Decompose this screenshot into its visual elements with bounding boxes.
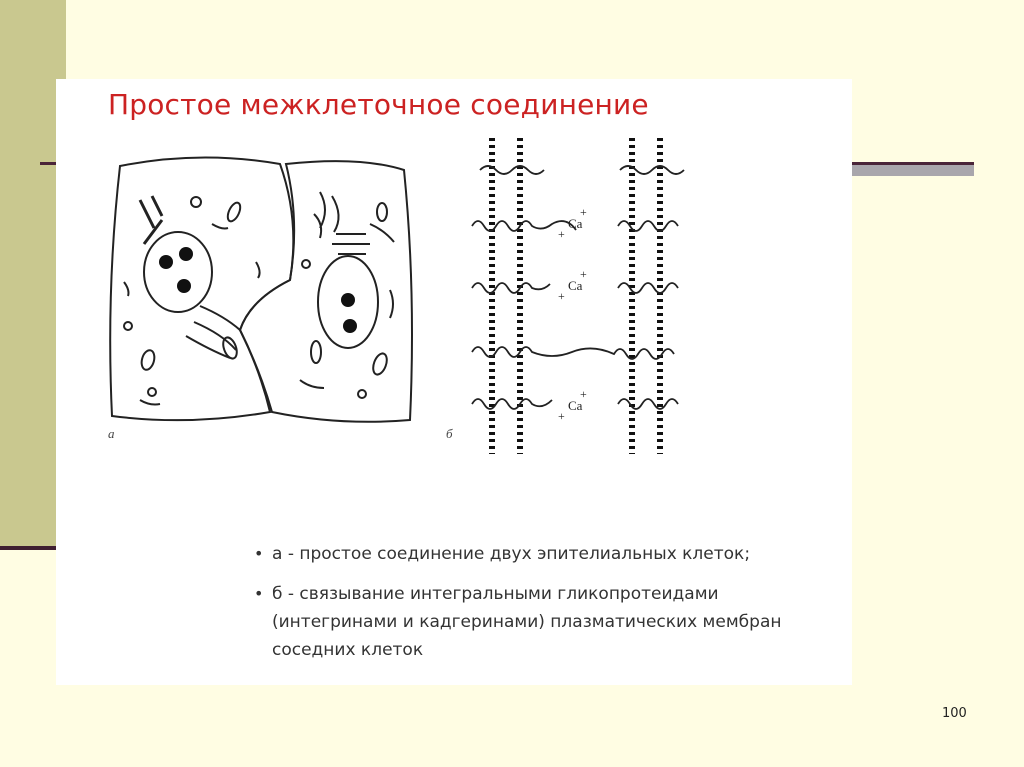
- junction-diagram: а б Ca Ca Ca + + + + + +: [108, 138, 685, 454]
- nucleus-left: [143, 231, 213, 313]
- svg-text:+: +: [558, 409, 565, 423]
- slide-title: Простое межклеточное соединение: [108, 88, 649, 121]
- caption-item-b: • б - связывание интегральными гликопрот…: [254, 580, 844, 664]
- label-b: б: [446, 426, 453, 441]
- ca-label-2: Ca: [568, 278, 583, 293]
- cell-left: [109, 156, 295, 422]
- svg-text:+: +: [580, 387, 587, 401]
- ca-label-1: Ca: [568, 216, 583, 231]
- nucleus-right: [317, 255, 379, 349]
- left-decor-bar-edge: [0, 546, 66, 550]
- bullet-icon: •: [254, 584, 264, 603]
- caption-item-a: • а - простое соединение двух эпителиаль…: [254, 540, 844, 568]
- svg-text:+: +: [580, 205, 587, 219]
- svg-text:+: +: [558, 227, 565, 241]
- caption-text-b: б - связывание интегральными гликопротеи…: [272, 584, 782, 660]
- cell-right: [238, 160, 413, 423]
- label-a: а: [108, 426, 115, 441]
- ca-label-3: Ca: [568, 398, 583, 413]
- header-rule-accent: [850, 165, 974, 176]
- caption-list: • а - простое соединение двух эпителиаль…: [254, 540, 844, 676]
- slide-image-panel: [56, 79, 852, 685]
- left-decor-bar: [0, 0, 66, 546]
- membrane-left: [489, 138, 523, 454]
- caption-text-a: а - простое соединение двух эпителиальны…: [272, 544, 751, 564]
- svg-text:+: +: [558, 289, 565, 303]
- page-number: 100: [942, 706, 967, 721]
- bullet-icon: •: [254, 544, 264, 563]
- svg-text:+: +: [580, 267, 587, 281]
- glycoprotein-chains: [471, 165, 685, 410]
